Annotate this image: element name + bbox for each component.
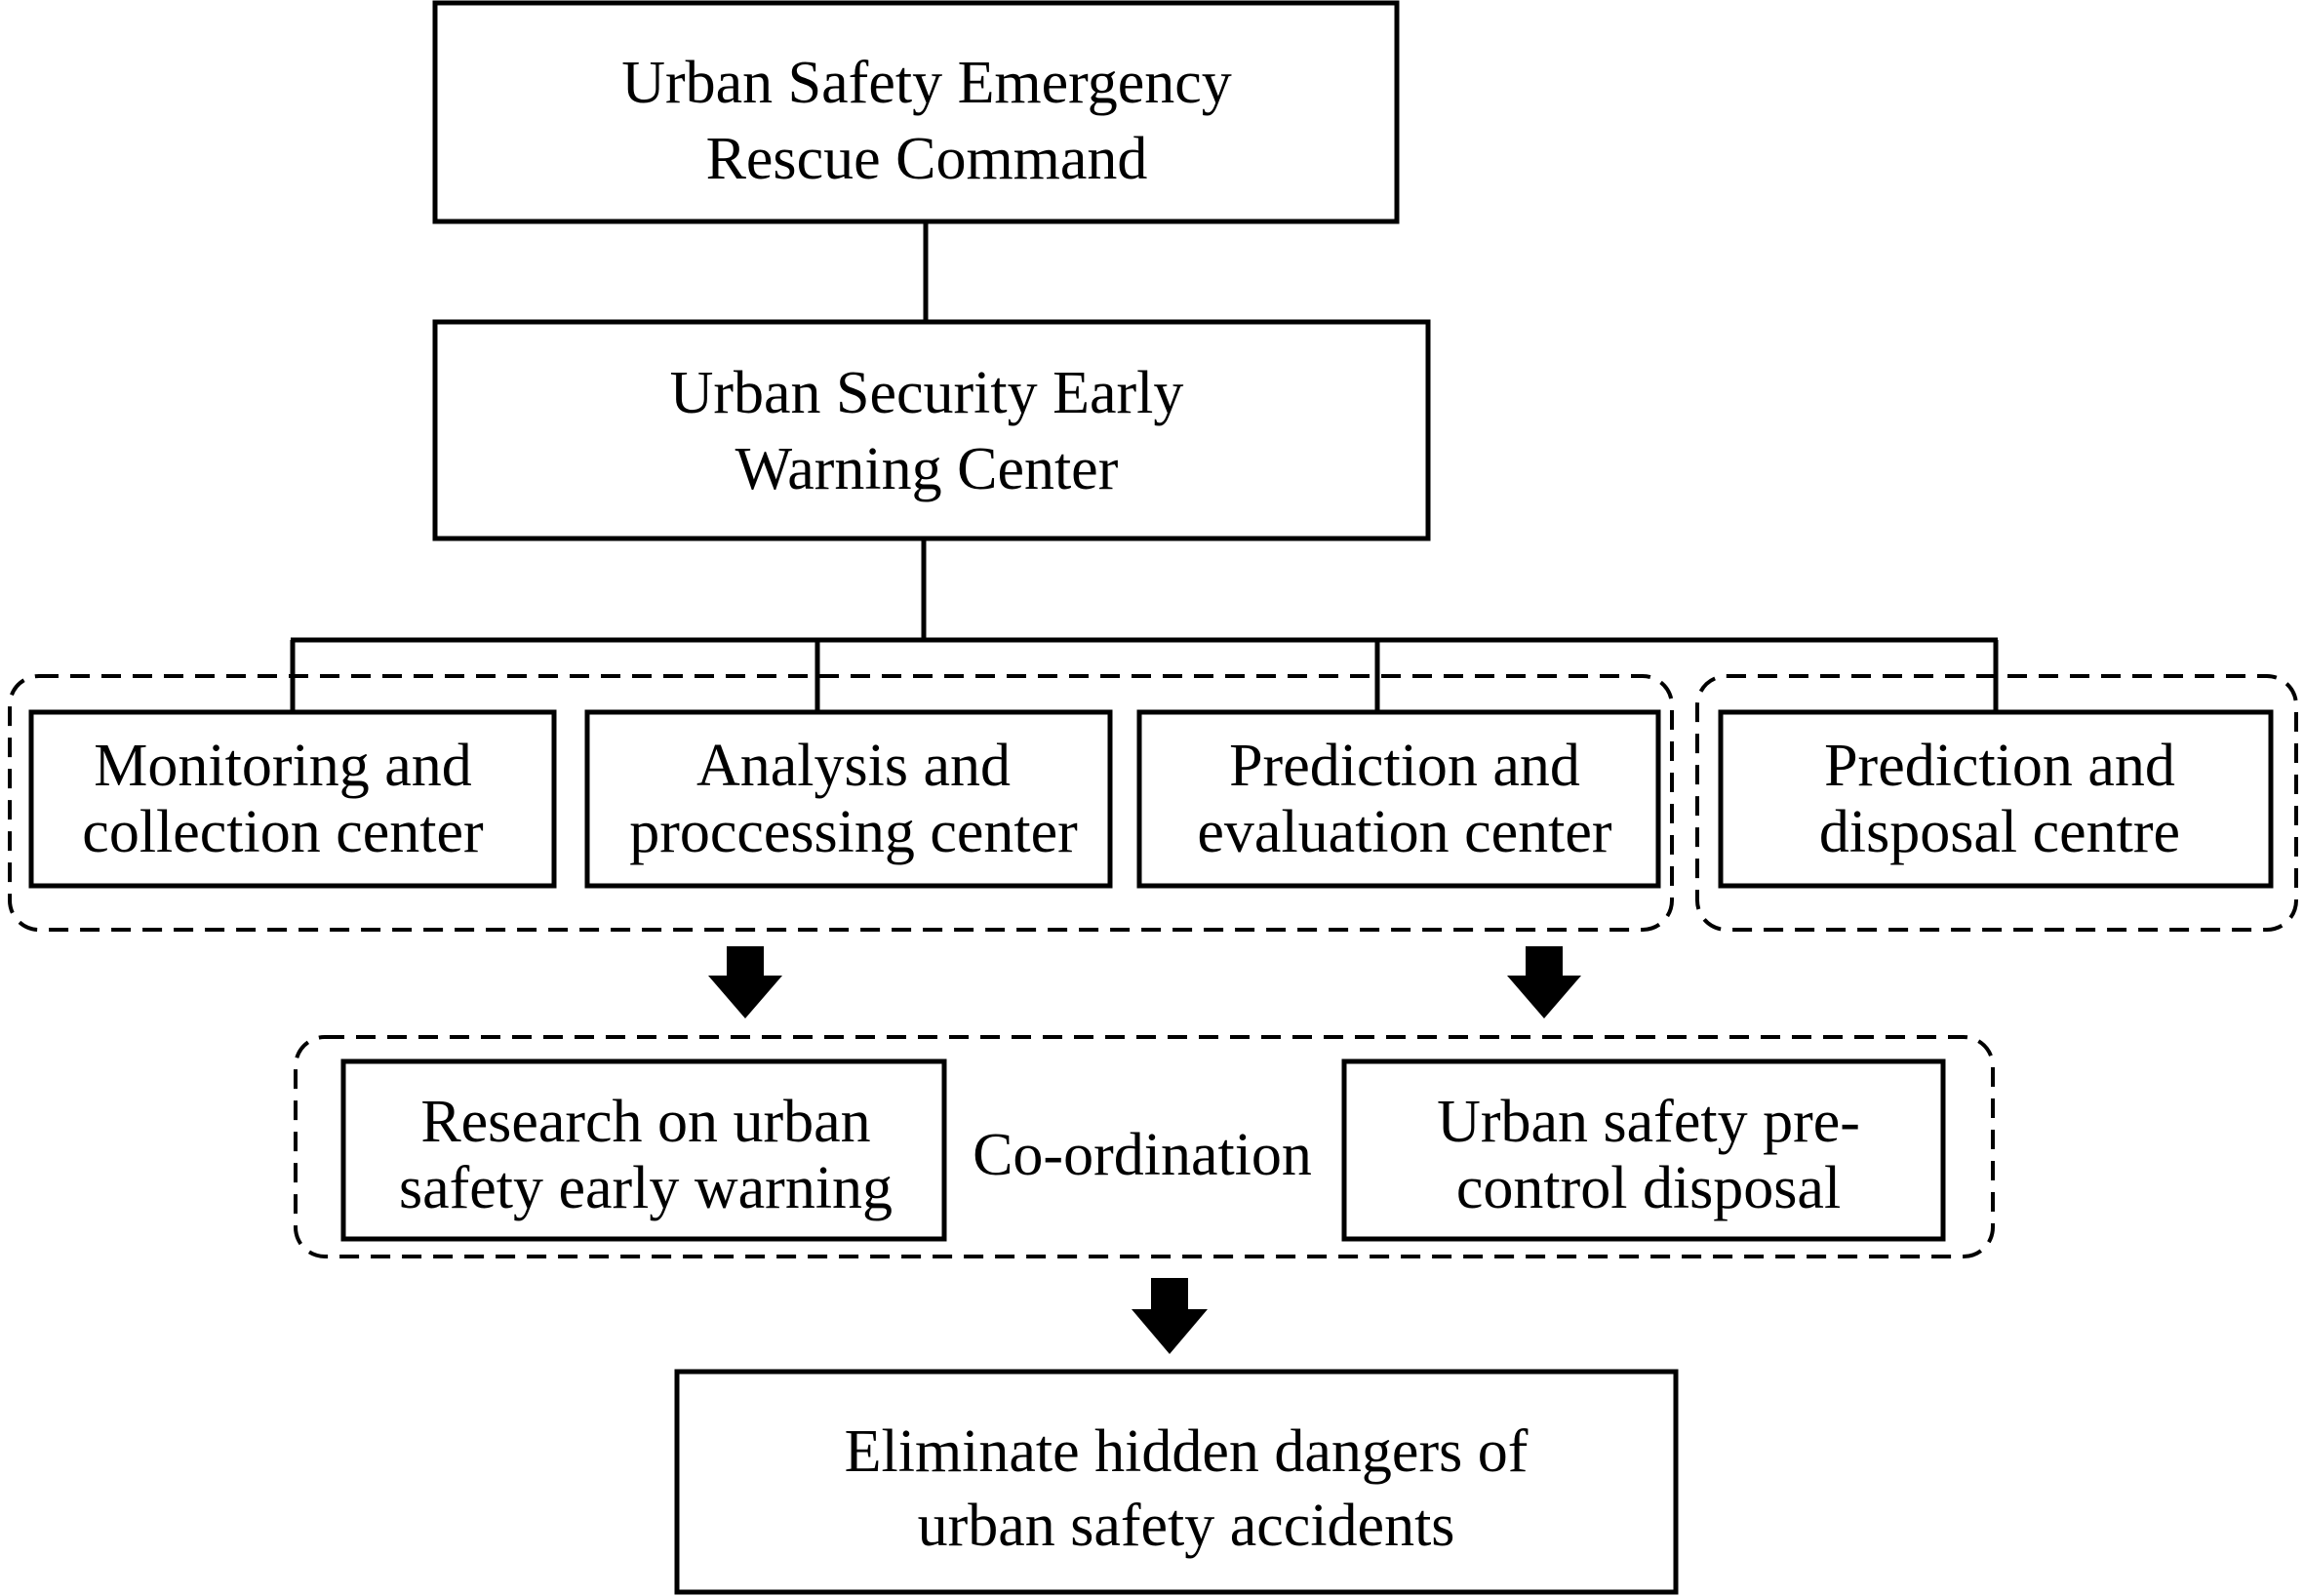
arrow-down-outcome [1132,1278,1208,1354]
group-coordination [294,1035,1995,1258]
command-label-line2: Rescue Command [706,126,1148,192]
group-analysis-centers [8,674,1674,932]
command-box [432,0,1400,224]
arrows [708,946,1581,1354]
disposal-label-line1: Prediction and [1824,733,2175,799]
coordination-label: Co-ordination [973,1122,1312,1188]
monitoring-label-line1: Monitoring and [94,733,471,799]
outcome-box [674,1369,1679,1595]
dashed-groups [8,674,2298,1258]
outcome-label-line1: Eliminate hidden dangers of [845,1418,1529,1485]
evaluation-label-line2: evaluation center [1197,799,1612,865]
research-box [340,1058,947,1242]
precontrol-label-line2: control disposal [1456,1155,1841,1221]
evaluation-label-line1: Prediction and [1229,733,1580,799]
warning-center-box [432,319,1431,541]
arrow-down-right [1507,946,1581,1018]
command-label-line1: Urban Safety Emergency [621,50,1232,116]
group-disposal-center [1695,674,2298,932]
connectors [290,222,1999,710]
precontrol-box [1341,1058,1946,1242]
warning-center-label-line1: Urban Security Early [670,360,1184,426]
analysis-center-box [584,709,1113,889]
disposal-center-box [1718,709,2274,889]
analysis-label-line1: Analysis and [696,733,1011,799]
research-label-line1: Research on urban [420,1089,870,1155]
research-label-line2: safety early warning [399,1155,893,1221]
labels: Urban Safety Emergency Rescue Command Ur… [82,50,2180,1559]
precontrol-label-line1: Urban safety pre- [1437,1089,1860,1155]
evaluation-center-box [1136,709,1661,889]
boxes [28,0,2274,1595]
monitoring-label-line2: collection center [82,799,484,865]
warning-center-label-line2: Warning Center [735,436,1119,502]
arrow-down-left [708,946,782,1018]
monitoring-center-box [28,709,557,889]
analysis-label-line2: proccessing center [629,799,1078,865]
outcome-label-line2: urban safety accidents [918,1493,1455,1559]
disposal-label-line2: disposal centre [1819,799,2180,865]
